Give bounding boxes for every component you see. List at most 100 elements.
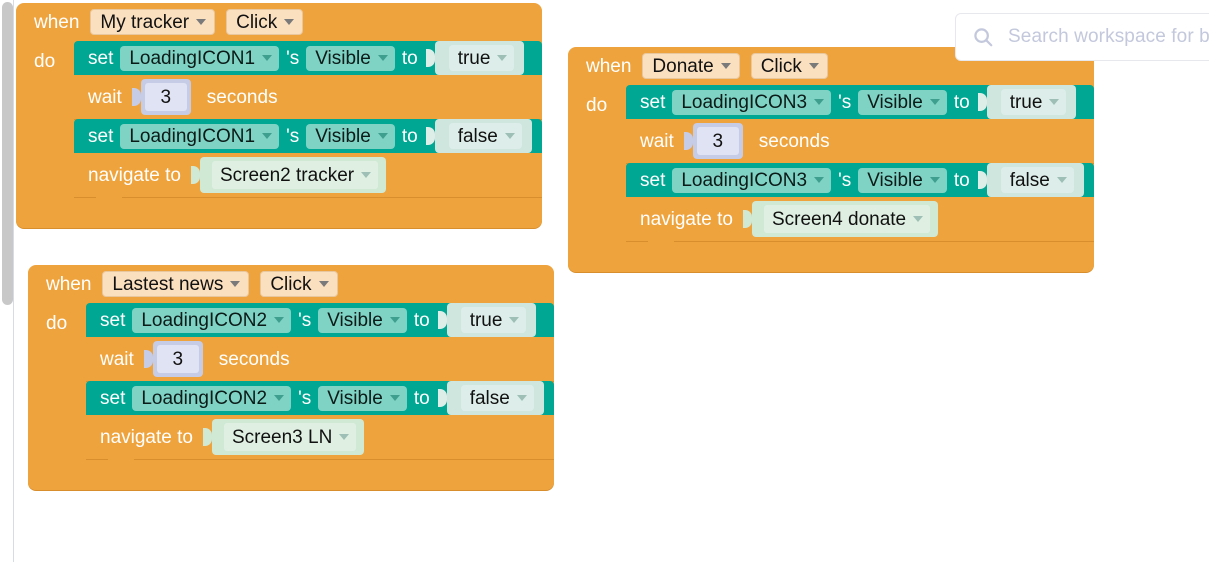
chevron-down-icon[interactable] [516, 395, 527, 401]
logic-value-block[interactable]: true [446, 303, 537, 337]
logic-dropdown[interactable]: false [460, 385, 534, 411]
logic-dropdown[interactable]: true [1000, 89, 1067, 115]
component-dropdown[interactable]: LoadingICON2 [132, 385, 292, 411]
stack-tail [74, 197, 542, 206]
component-dropdown[interactable]: LoadingICON3 [672, 89, 832, 115]
chevron-down-icon[interactable] [913, 216, 924, 222]
property-dropdown[interactable]: Visible [306, 123, 395, 149]
wait-block[interactable]: wait 3 seconds [626, 119, 1094, 170]
screen-dropdown[interactable]: Screen2 tracker [211, 161, 379, 189]
set-property-block[interactable]: set LoadingICON2 's Visible to [86, 303, 554, 344]
chevron-down-icon[interactable] [1056, 177, 1067, 183]
search-placeholder[interactable]: Search workspace for b [1008, 26, 1209, 47]
component-dropdown[interactable]: Donate [642, 53, 740, 79]
component-dropdown[interactable]: My tracker [90, 9, 216, 35]
set-property-block[interactable]: set LoadingICON2 's Visible to [86, 381, 554, 422]
wait-block[interactable]: wait 3 seconds [74, 75, 542, 126]
number-value-block[interactable]: 3 [692, 123, 743, 159]
event-block-donate[interactable]: when Donate Click do set [568, 47, 1094, 272]
chevron-down-icon[interactable] [929, 177, 940, 183]
chevron-down-icon[interactable] [230, 281, 241, 287]
chevron-down-icon[interactable] [284, 19, 295, 25]
property-dropdown[interactable]: Visible [306, 45, 395, 71]
component-dropdown[interactable]: LoadingICON1 [120, 123, 280, 149]
logic-dropdown[interactable]: true [460, 307, 527, 333]
chevron-down-icon[interactable] [377, 133, 388, 139]
event-dropdown[interactable]: Click [260, 271, 338, 297]
event-block-my-tracker[interactable]: when My tracker Click do set [16, 3, 542, 228]
logic-dropdown[interactable]: true [448, 45, 515, 71]
chevron-down-icon[interactable] [814, 177, 825, 183]
chevron-down-icon[interactable] [389, 395, 400, 401]
logic-value: true [1009, 91, 1043, 113]
chevron-down-icon[interactable] [361, 172, 372, 178]
set-property-block[interactable]: set LoadingICON3 's Visible to [626, 85, 1094, 126]
component-dropdown[interactable]: Lastest news [102, 271, 250, 297]
number-field[interactable]: 3 [696, 127, 739, 155]
screen-value-block[interactable]: Screen2 tracker [199, 157, 387, 193]
chevron-down-icon[interactable] [262, 55, 273, 61]
event-block-header[interactable]: when My tracker Click [16, 3, 542, 41]
logic-dropdown[interactable]: false [1000, 167, 1074, 193]
number-field[interactable]: 3 [144, 83, 187, 111]
chevron-down-icon[interactable] [262, 133, 273, 139]
number-value: 3 [172, 348, 184, 370]
screen-value-block[interactable]: Screen4 donate [751, 201, 939, 237]
chevron-down-icon[interactable] [720, 63, 731, 69]
chevron-down-icon[interactable] [504, 133, 515, 139]
navigate-block[interactable]: navigate to Screen4 donate [626, 197, 1094, 248]
chevron-down-icon[interactable] [318, 281, 329, 287]
chevron-down-icon[interactable] [274, 395, 285, 401]
do-label-wrap: do [16, 41, 74, 72]
chevron-down-icon[interactable] [274, 317, 285, 323]
property-dropdown[interactable]: Visible [858, 167, 947, 193]
workspace-search-box[interactable]: Search workspace for b [955, 13, 1209, 61]
logic-value-block[interactable]: false [986, 163, 1084, 197]
chevron-down-icon[interactable] [497, 55, 508, 61]
chevron-down-icon[interactable] [814, 99, 825, 105]
component-dropdown[interactable]: LoadingICON3 [672, 167, 832, 193]
value-socket [683, 128, 694, 154]
property-dropdown[interactable]: Visible [858, 89, 947, 115]
number-value-block[interactable]: 3 [140, 79, 191, 115]
logic-value-block[interactable]: false [434, 119, 532, 153]
event-block-lastest-news[interactable]: when Lastest news Click do set [28, 265, 554, 490]
navigate-block[interactable]: navigate to Screen2 tracker [74, 153, 542, 204]
component-dropdown[interactable]: LoadingICON1 [120, 45, 280, 71]
screen-value-block[interactable]: Screen3 LN [211, 419, 365, 455]
logic-value-block[interactable]: true [986, 85, 1077, 119]
screen-dropdown[interactable]: Screen3 LN [223, 423, 357, 451]
chevron-down-icon[interactable] [389, 317, 400, 323]
number-value-block[interactable]: 3 [152, 341, 203, 377]
event-dropdown[interactable]: Click [226, 9, 304, 35]
chevron-down-icon[interactable] [339, 434, 350, 440]
chevron-down-icon[interactable] [196, 19, 207, 25]
property-dropdown[interactable]: Visible [318, 385, 407, 411]
event-block-header[interactable]: when Lastest news Click [28, 265, 554, 303]
logic-value-block[interactable]: true [434, 41, 525, 75]
number-field[interactable]: 3 [156, 345, 199, 373]
set-keyword: set [640, 169, 666, 191]
chevron-down-icon[interactable] [1049, 99, 1060, 105]
chevron-down-icon[interactable] [808, 63, 819, 69]
screen-dropdown[interactable]: Screen4 donate [763, 205, 931, 233]
chevron-down-icon[interactable] [377, 55, 388, 61]
set-property-block[interactable]: set LoadingICON1 's Visible to [74, 119, 542, 160]
component-dropdown[interactable]: LoadingICON2 [132, 307, 292, 333]
set-property-block[interactable]: set LoadingICON3 's Visible to [626, 163, 1094, 204]
wait-keyword: wait [100, 348, 134, 370]
when-keyword: when [34, 11, 80, 33]
set-property-block[interactable]: set LoadingICON1 's Visible to [74, 41, 542, 82]
chevron-down-icon[interactable] [929, 99, 940, 105]
logic-dropdown[interactable]: false [448, 123, 522, 149]
property-dropdown[interactable]: Visible [318, 307, 407, 333]
event-block-header[interactable]: when Donate Click [568, 47, 1094, 85]
event-dropdown[interactable]: Click [750, 53, 828, 79]
navigate-block[interactable]: navigate to Screen3 LN [86, 415, 554, 466]
vertical-scrollbar[interactable] [2, 2, 13, 305]
logic-value-block[interactable]: false [446, 381, 544, 415]
logic-value: false [469, 387, 510, 409]
chevron-down-icon[interactable] [509, 317, 520, 323]
wait-block[interactable]: wait 3 seconds [86, 337, 554, 388]
